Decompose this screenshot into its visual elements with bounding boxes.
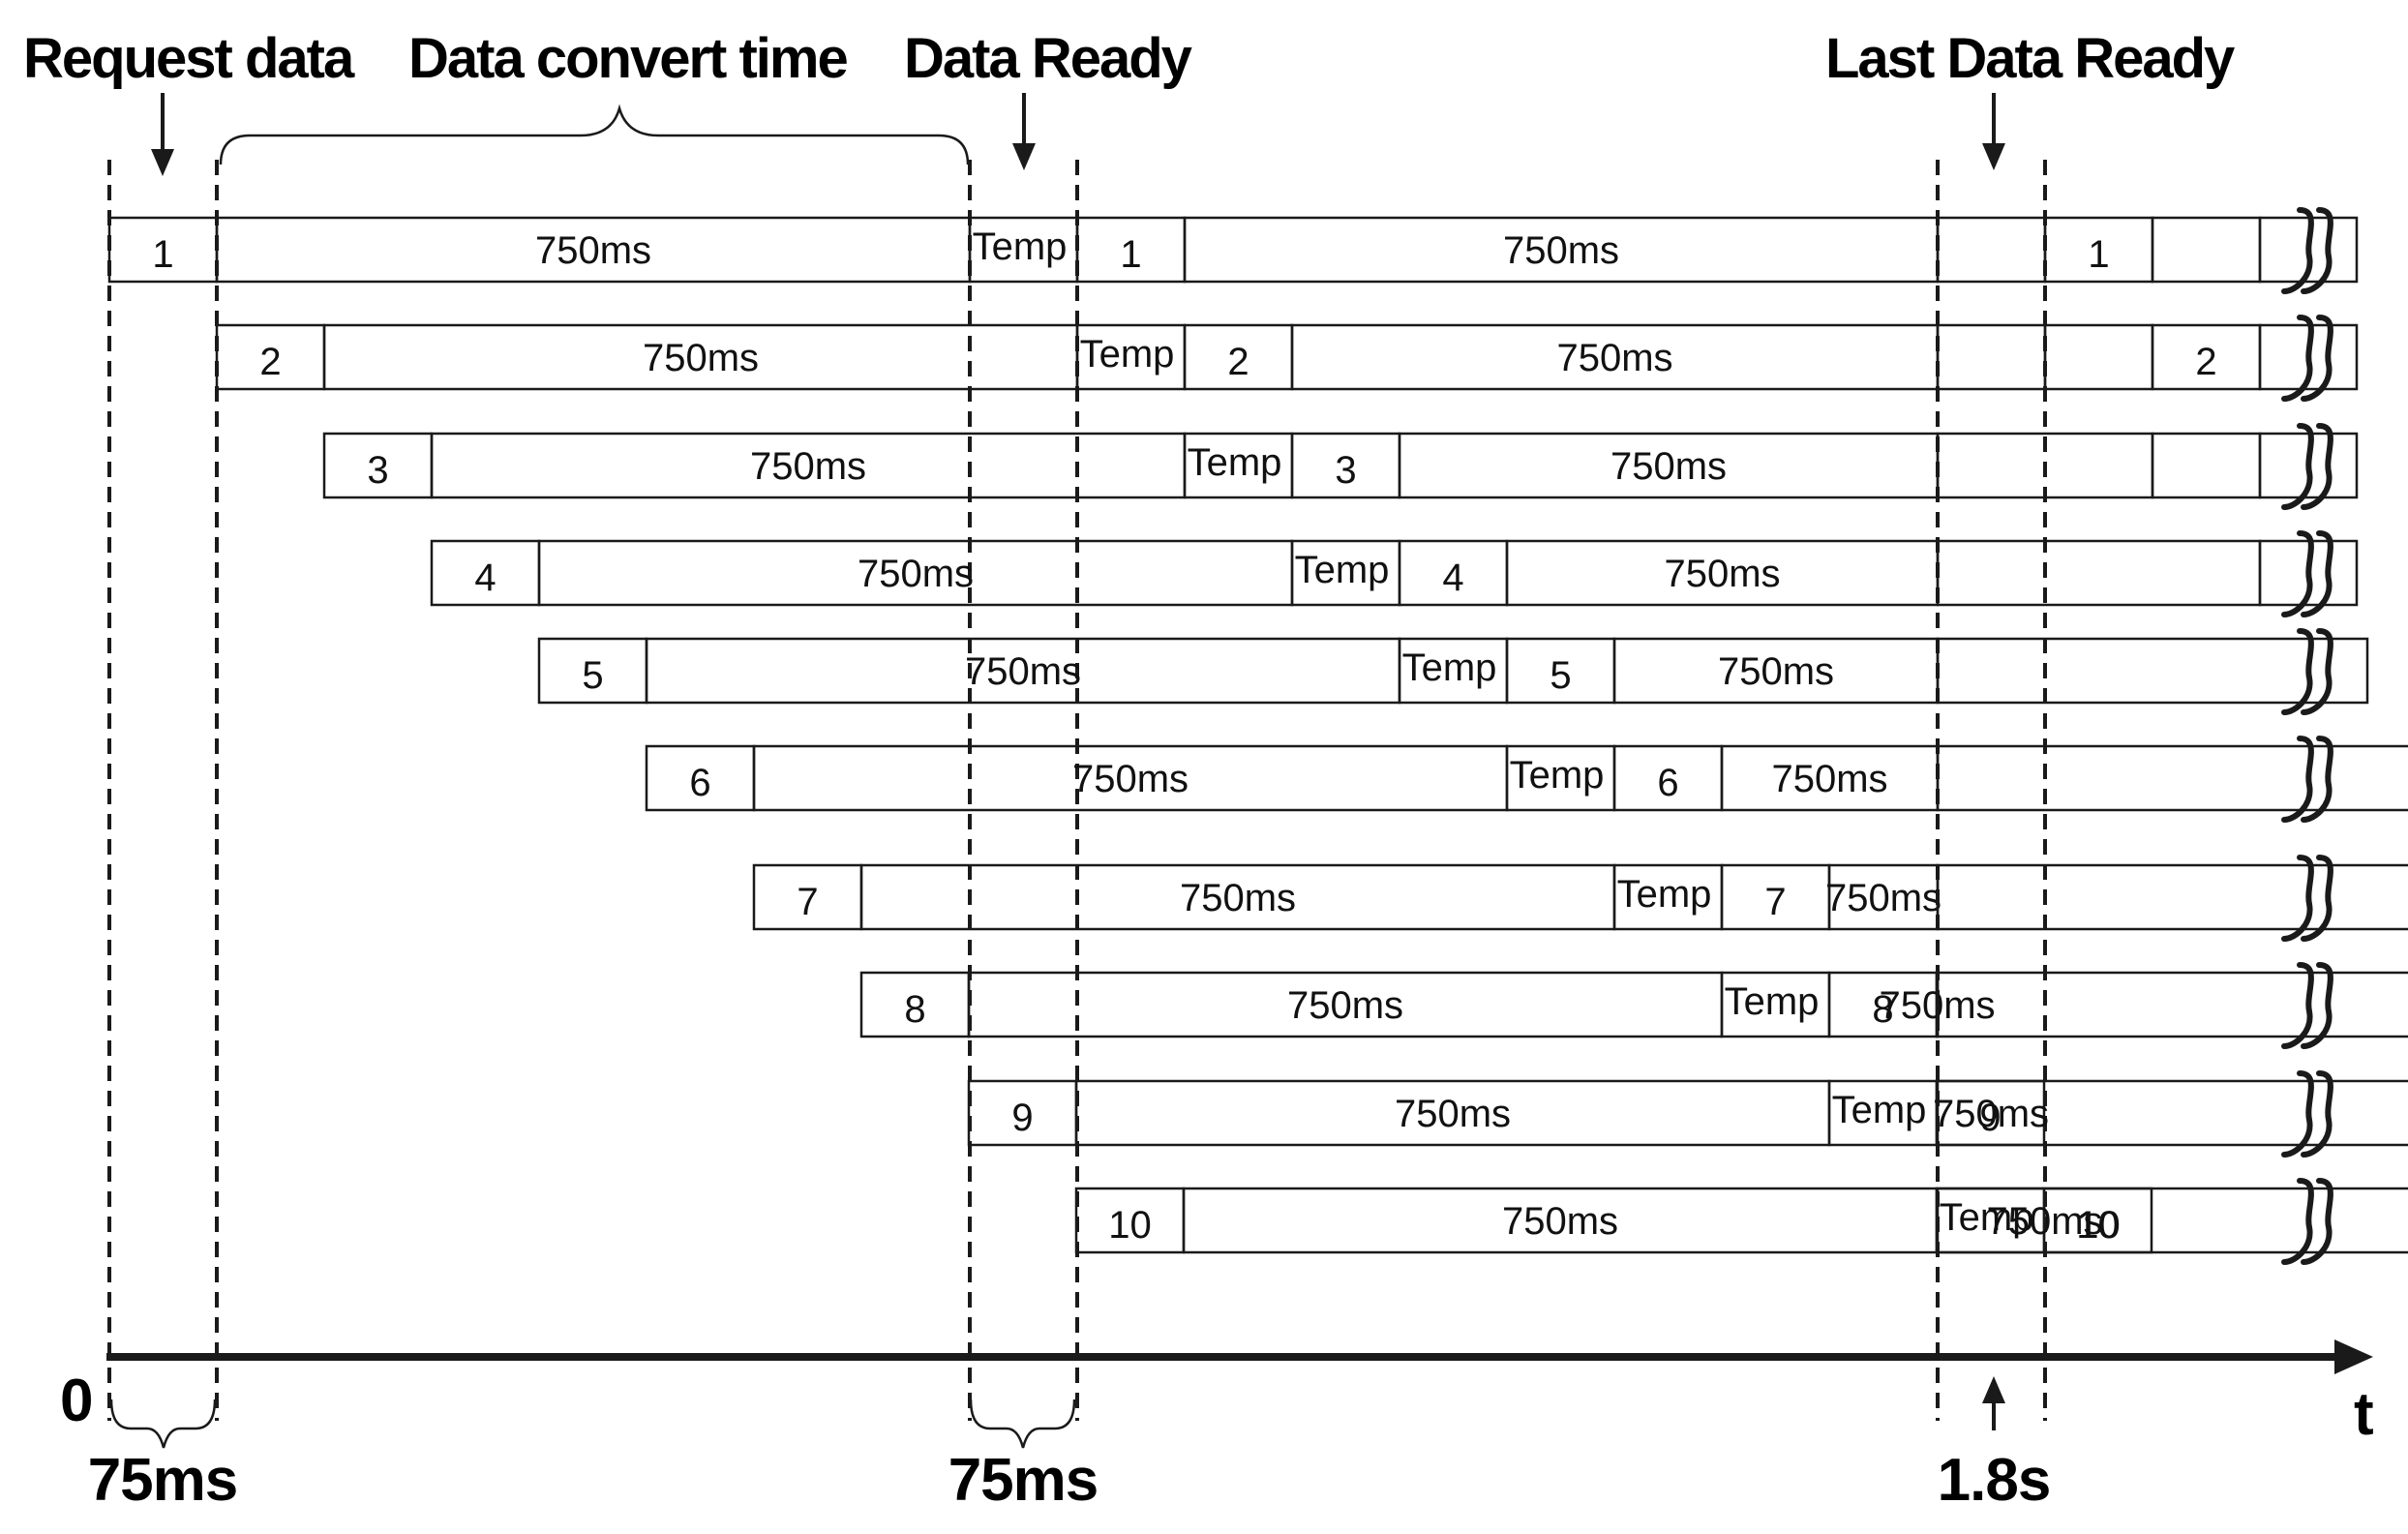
request-cell-label: 6 — [1657, 762, 1678, 804]
convert-cell-label: 750ms — [858, 553, 974, 595]
convert-cell-label: 750ms — [1664, 553, 1780, 595]
request-cell-label: 4 — [1442, 556, 1463, 599]
ready-interval-label: 75ms — [948, 1447, 1099, 1514]
next-request-label: 1 — [2088, 233, 2109, 276]
ready-interval-brace — [969, 1399, 1076, 1449]
temp-cell-label: Temp — [1510, 754, 1605, 797]
temp-cell-label: Temp — [1402, 647, 1497, 689]
next-request-label: 2 — [2195, 341, 2216, 383]
convert-cell-label: 750ms — [1986, 1200, 2102, 1243]
convert-cell-label: 750ms — [1072, 758, 1189, 800]
request-cell-label: 8 — [1872, 988, 1893, 1031]
temp-cell-label: Temp — [973, 226, 1068, 268]
start-interval-label: 75ms — [88, 1447, 238, 1514]
convert-cell-label: 750ms — [1502, 1200, 1618, 1243]
convert-cell-label: 750ms — [1503, 229, 1619, 272]
request-cell-label: 3 — [367, 449, 388, 492]
pending-cell — [2043, 323, 2154, 391]
convert-cell-label: 750ms — [750, 445, 866, 488]
last-data-ready-arrow — [1982, 93, 2005, 170]
request-cell-label: 1 — [1120, 233, 1141, 276]
temp-cell-label: Temp — [1295, 549, 1390, 591]
request-cell-label: 7 — [1764, 881, 1786, 923]
axis-origin-label: 0 — [60, 1368, 92, 1434]
request-cell-label: 9 — [1011, 1097, 1033, 1139]
pending-cell — [2151, 216, 2262, 284]
data-convert-time-brace — [219, 104, 970, 165]
convert-cell — [1936, 744, 2408, 812]
convert-cell-label: 750ms — [1395, 1093, 1511, 1135]
time-axis — [106, 1339, 2373, 1374]
continuation-squiggle — [2281, 207, 2333, 294]
continuation-squiggle — [2281, 962, 2333, 1049]
request-cell-label: 1 — [152, 233, 173, 276]
convert-cell — [1936, 539, 2262, 607]
request-cell-label: 7 — [797, 881, 818, 923]
axis-t-label: t — [2354, 1381, 2373, 1448]
request-data-arrow — [151, 93, 174, 176]
convert-cell-label: 750ms — [1718, 650, 1834, 693]
temp-cell-label: Temp — [1940, 1196, 2034, 1239]
convert-cell — [1936, 863, 2408, 931]
temp-cell-label: Temp — [1617, 873, 1712, 916]
convert-cell — [1936, 323, 2047, 391]
next-request-label: 10 — [2077, 1204, 2121, 1247]
continuation-squiggle — [2281, 736, 2333, 823]
data-ready-label: Data Ready — [904, 27, 1192, 90]
continuation-squiggle — [2281, 315, 2333, 402]
request-cell-label: 5 — [1550, 654, 1571, 697]
temp-cell-label: Temp — [1725, 980, 1820, 1023]
data-ready-arrow — [1012, 93, 1036, 170]
temp-cell-label: Temp — [1832, 1089, 1927, 1131]
pending-cell — [2151, 432, 2262, 499]
temp-cell — [1936, 216, 2047, 284]
request-cell-label: 2 — [259, 341, 281, 383]
convert-cell — [1936, 637, 2369, 705]
convert-cell-label: 750ms — [1610, 445, 1727, 488]
convert-cell-label: 750ms — [535, 229, 651, 272]
request-cell-label: 2 — [1227, 341, 1249, 383]
convert-cell-label: 750ms — [1287, 984, 1403, 1027]
convert-cell — [1936, 1187, 2408, 1254]
convert-cell — [1936, 971, 2408, 1038]
convert-cell-label: 750ms — [1180, 877, 1296, 919]
continuation-squiggle — [2281, 530, 2333, 617]
request-cell-label: 3 — [1335, 449, 1356, 492]
request-data-label: Request data — [23, 27, 355, 90]
convert-cell-label: 750ms — [1825, 877, 1941, 919]
convert-cell — [1936, 1079, 2408, 1147]
convert-cell-label: 750ms — [965, 650, 1081, 693]
request-cell-label: 10 — [1108, 1204, 1152, 1247]
continuation-squiggle — [2281, 855, 2333, 942]
continuation-squiggle — [2281, 1178, 2333, 1265]
last-ready-time-label: 1.8s — [1938, 1447, 2051, 1514]
convert-cell-label: 750ms — [1771, 758, 1887, 800]
last-ready-time-arrow — [1982, 1376, 2005, 1430]
convert-cell-label: 750ms — [1556, 337, 1672, 379]
request-cell-label: 9 — [1979, 1097, 2001, 1139]
continuation-squiggle — [2281, 1070, 2333, 1158]
continuation-squiggle — [2281, 628, 2333, 715]
convert-cell-label: 750ms — [643, 337, 759, 379]
request-cell-label: 5 — [582, 654, 603, 697]
data-convert-time-label: Data convert time — [408, 27, 847, 90]
request-cell-label: 8 — [904, 988, 925, 1031]
temp-cell-label: Temp — [1188, 441, 1282, 484]
continuation-squiggle — [2281, 423, 2333, 510]
request-cell-label: 4 — [474, 556, 496, 599]
last-data-ready-label: Last Data Ready — [1825, 27, 2235, 90]
start-interval-brace — [109, 1399, 217, 1449]
request-cell-label: 10 — [2076, 1204, 2120, 1247]
request-cell-label: 6 — [689, 762, 710, 804]
convert-cell-label: 750ms — [1933, 1093, 2049, 1135]
temp-cell-label: Temp — [1080, 333, 1175, 376]
